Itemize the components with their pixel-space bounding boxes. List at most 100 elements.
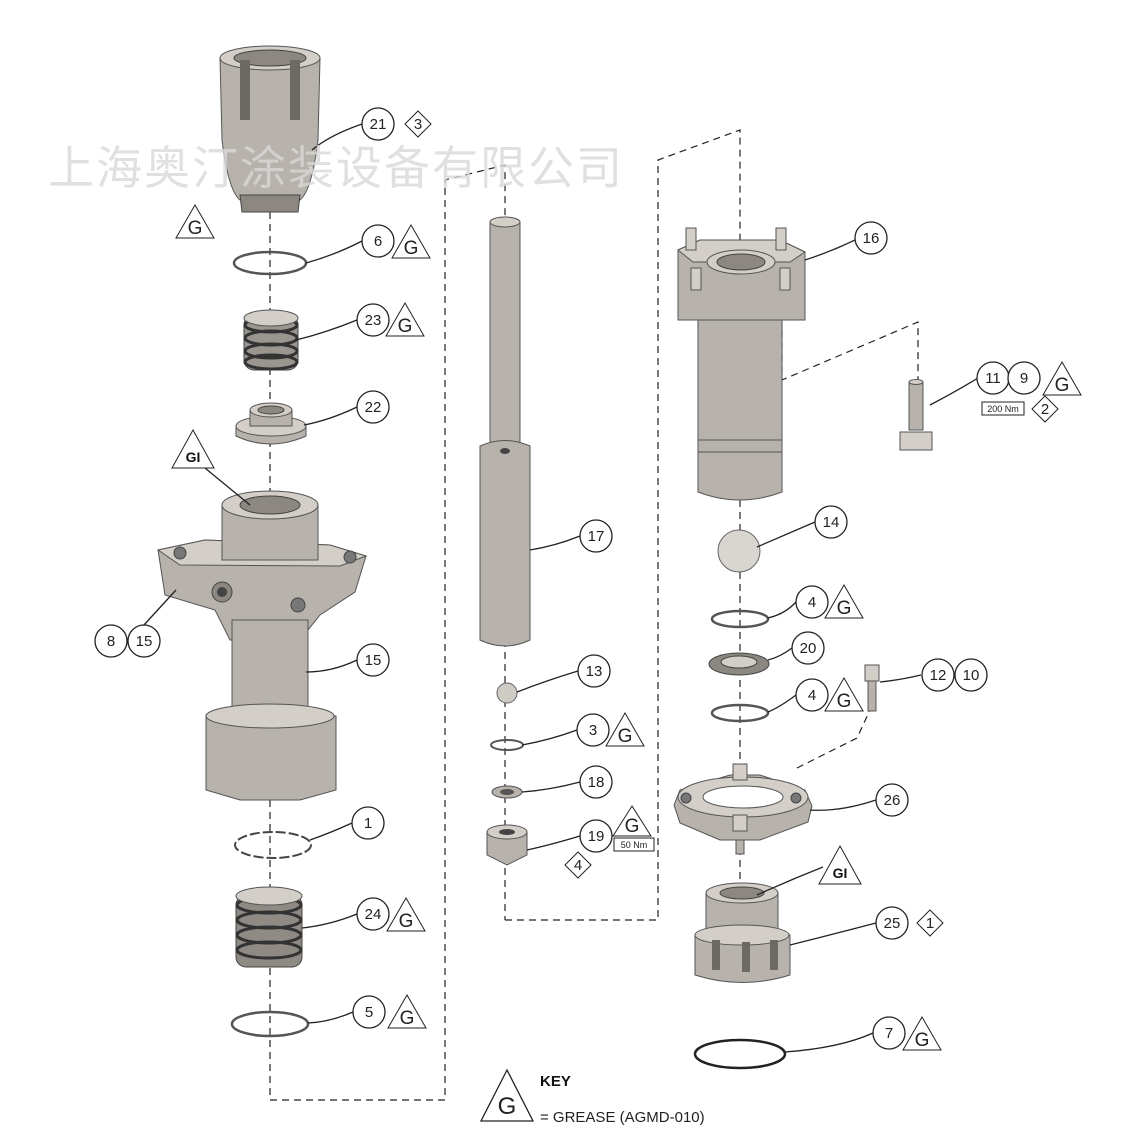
part-number-20: 20 bbox=[800, 640, 817, 657]
callout-1: 1 bbox=[351, 806, 385, 840]
part-number-21: 21 bbox=[370, 116, 387, 133]
part-number-13: 13 bbox=[586, 663, 603, 680]
grease-mark-3: G bbox=[618, 726, 633, 747]
part-number-6: 6 bbox=[374, 233, 382, 250]
callout-22: 22 bbox=[356, 390, 390, 424]
part-13-ball bbox=[496, 682, 518, 704]
callout-11-9: 11 9 G 200 Nm 2 bbox=[976, 360, 1082, 423]
callout-17: 17 bbox=[579, 519, 613, 553]
part-number-15-left: 15 bbox=[136, 633, 153, 650]
callout-4a: 4 G bbox=[795, 583, 864, 619]
part-number-19: 19 bbox=[588, 828, 605, 845]
part-4-oring-a bbox=[710, 609, 770, 629]
part-number-18: 18 bbox=[588, 774, 605, 791]
grease-mark-7: G bbox=[915, 1030, 930, 1051]
callout-12-10: 12 10 bbox=[921, 658, 988, 692]
callout-26: 26 bbox=[875, 783, 909, 817]
part-number-12: 12 bbox=[930, 667, 947, 684]
callout-16: 16 bbox=[854, 221, 888, 255]
part-number-15: 15 bbox=[365, 652, 382, 669]
part-15-housing bbox=[156, 490, 368, 801]
part-23-packing bbox=[243, 309, 299, 371]
part-number-3: 3 bbox=[589, 722, 597, 739]
part-1-retaining-ring bbox=[234, 831, 312, 859]
callout-20: 20 bbox=[791, 631, 825, 665]
part-number-11: 11 bbox=[985, 370, 1001, 387]
part-number-10: 10 bbox=[963, 667, 980, 684]
grease-mark-23: G bbox=[398, 316, 413, 337]
grease-mark-21: G bbox=[188, 218, 203, 239]
part-number-26: 26 bbox=[884, 792, 901, 809]
part-number-8: 8 bbox=[107, 633, 115, 650]
part-number-9: 9 bbox=[1020, 370, 1028, 387]
callout-15: 15 bbox=[356, 643, 390, 677]
torque-19: 50 Nm bbox=[621, 840, 648, 850]
part-number-4-lower: 4 bbox=[808, 687, 816, 704]
key-legend: G KEY = GREASE (AGMD-010) bbox=[479, 1068, 705, 1126]
part-number-1: 1 bbox=[364, 815, 372, 832]
part-number-7: 7 bbox=[885, 1025, 893, 1042]
callout-gi-nut: GI bbox=[818, 844, 862, 885]
callout-5: 5 G bbox=[352, 993, 427, 1029]
part-number-25: 25 bbox=[884, 915, 901, 932]
note-number-25: 1 bbox=[926, 915, 934, 932]
key-grease-text: = GREASE (AGMD-010) bbox=[540, 1109, 705, 1126]
part-12-screw bbox=[864, 664, 880, 712]
callout-6: 6 G bbox=[361, 223, 431, 259]
part-number-4-upper: 4 bbox=[808, 594, 816, 611]
part-number-5: 5 bbox=[365, 1004, 373, 1021]
note-number-19: 4 bbox=[574, 857, 582, 874]
callout-21: 21 3 G bbox=[175, 107, 432, 239]
callout-14: 14 bbox=[814, 505, 848, 539]
torque-11: 200 Nm bbox=[987, 404, 1019, 414]
note-number-11: 2 bbox=[1041, 401, 1049, 418]
gi-mark-housing: GI bbox=[186, 449, 201, 465]
grease-mark-24: G bbox=[399, 911, 414, 932]
part-number-24: 24 bbox=[365, 906, 382, 923]
part-7-oring bbox=[693, 1038, 787, 1070]
part-20-seal bbox=[708, 652, 770, 676]
callout-25: 25 1 bbox=[875, 906, 944, 940]
callout-19: 19 G 50 Nm 4 bbox=[564, 805, 655, 879]
grease-mark-11: G bbox=[1055, 375, 1070, 396]
callout-23: 23 G bbox=[356, 301, 425, 337]
part-4-oring-b bbox=[710, 703, 770, 723]
key-grease-mark: G bbox=[498, 1093, 517, 1120]
part-22-bushing bbox=[235, 402, 307, 445]
part-14-ball bbox=[717, 529, 761, 573]
grease-mark-4-upper: G bbox=[837, 598, 852, 619]
key-title: KEY bbox=[540, 1073, 571, 1090]
grease-mark-4-lower: G bbox=[837, 691, 852, 712]
part-11-bolt bbox=[899, 379, 933, 451]
part-25-nut bbox=[694, 882, 791, 983]
callout-7: 7 G bbox=[872, 1015, 942, 1051]
part-19-nut bbox=[486, 824, 528, 866]
part-number-14: 14 bbox=[823, 514, 840, 531]
callout-13: 13 bbox=[577, 654, 611, 688]
part-number-17: 17 bbox=[588, 528, 605, 545]
callout-24: 24 G bbox=[356, 896, 426, 932]
callout-3: 3 G bbox=[576, 711, 645, 747]
grease-mark-6: G bbox=[404, 238, 419, 259]
part-26-flange bbox=[673, 763, 813, 855]
part-5-oring bbox=[230, 1010, 310, 1038]
callout-gi-housing: GI bbox=[171, 428, 215, 469]
part-number-22: 22 bbox=[365, 399, 382, 416]
callout-4b: 4 G bbox=[795, 676, 864, 712]
watermark-text: 上海奥汀涂装设备有限公司 bbox=[48, 141, 624, 195]
leader-lines bbox=[142, 123, 979, 1053]
callout-8-15: 8 15 bbox=[94, 624, 161, 658]
gi-mark-nut: GI bbox=[833, 865, 848, 881]
part-17-shaft bbox=[479, 216, 531, 647]
note-number-21: 3 bbox=[414, 116, 422, 133]
part-16-cylinder bbox=[677, 227, 807, 501]
grease-mark-19: G bbox=[625, 816, 640, 837]
part-24-packing bbox=[235, 886, 303, 968]
part-21-cap bbox=[219, 45, 321, 213]
grease-mark-5: G bbox=[400, 1008, 415, 1029]
part-18-washer bbox=[491, 785, 523, 799]
callout-18: 18 bbox=[579, 765, 613, 799]
part-number-16: 16 bbox=[863, 230, 880, 247]
